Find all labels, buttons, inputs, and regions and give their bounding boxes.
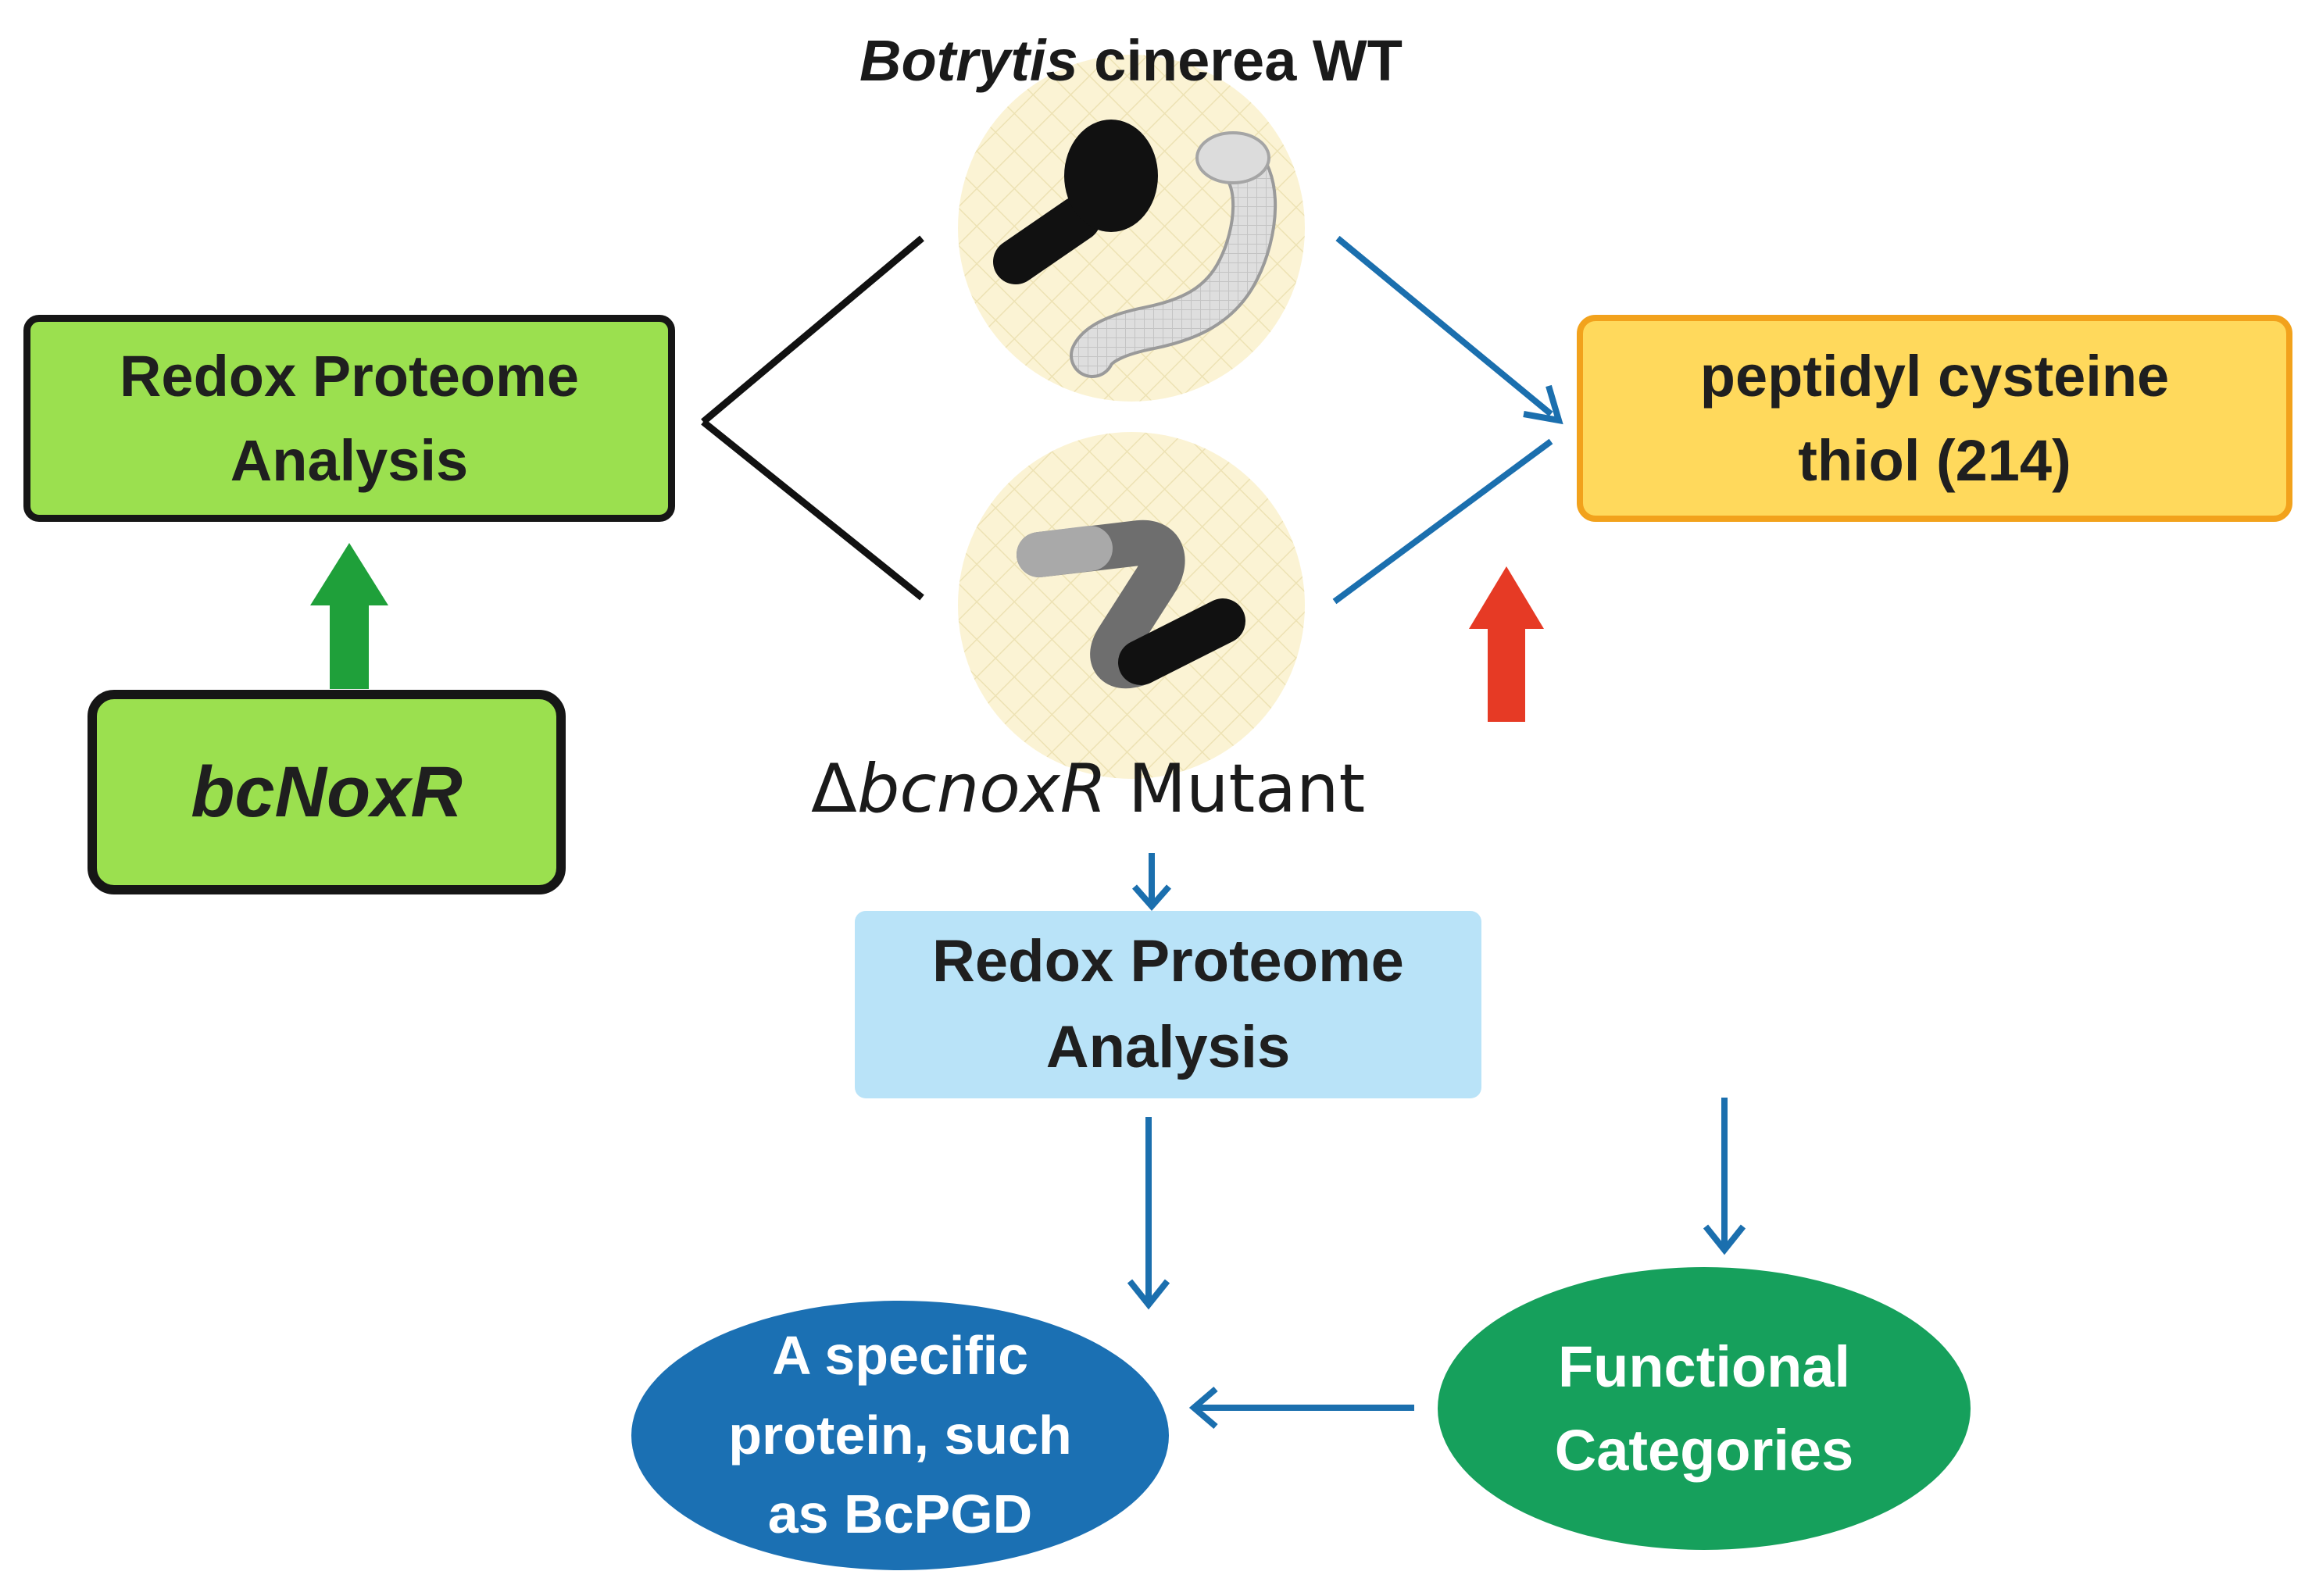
redox-proteome-analysis-box-left: Redox Proteome Analysis xyxy=(23,315,675,522)
mutant-to-analysis-arrowhead xyxy=(1131,884,1172,912)
thiol-line1: peptidyl cysteine xyxy=(1699,344,2170,409)
redox-left-line2: Analysis xyxy=(230,427,469,493)
functional-line1: Functional xyxy=(1557,1334,1851,1399)
mutant-gene: bcnoxR xyxy=(856,750,1107,828)
specific-protein-oval: A specific protein, such as BcPGD xyxy=(631,1301,1169,1570)
fork-line-to-wt xyxy=(701,235,924,425)
redox-center-line1: Redox Proteome xyxy=(932,927,1404,994)
wild-type-label: Botrytis cinerea WT xyxy=(859,27,1403,94)
wild-type-genus: Botrytis xyxy=(859,28,1078,93)
to-functional-arrowhead xyxy=(1703,1224,1746,1255)
green-up-arrow xyxy=(310,543,388,689)
wild-type-germinating-spore-icon xyxy=(958,55,1305,402)
specific-protein-line1: A specific xyxy=(771,1325,1029,1387)
functional-line2: Categories xyxy=(1554,1418,1854,1483)
mutant-delta: Δ xyxy=(811,750,857,828)
mutant-suffix: Mutant xyxy=(1106,750,1366,828)
thiol-line2: thiol (214) xyxy=(1798,427,2071,493)
specific-protein-line3: as BcPGD xyxy=(767,1484,1033,1545)
redox-proteome-analysis-box-center: Redox Proteome Analysis xyxy=(855,911,1481,1098)
fork-line-to-mutant xyxy=(701,419,924,601)
wild-type-species: cinerea WT xyxy=(1077,28,1403,93)
functional-categories-oval: Functional Categories xyxy=(1438,1267,1971,1550)
mutant-hypha-icon xyxy=(958,432,1305,779)
red-up-arrow xyxy=(1469,566,1544,722)
analysis-to-protein-arrowhead xyxy=(1127,1279,1170,1310)
functional-to-protein-arrowhead xyxy=(1188,1386,1218,1430)
mutant-label: ΔbcnoxR Mutant xyxy=(811,750,1365,828)
peptidyl-cysteine-thiol-box: peptidyl cysteine thiol (214) xyxy=(1577,315,2292,522)
mutant-to-thiol-line xyxy=(1332,438,1553,605)
specific-protein-line2: protein, such xyxy=(728,1404,1072,1466)
bcnoxr-gene-box: bcNoxR xyxy=(88,690,566,894)
redox-left-line1: Redox Proteome xyxy=(119,344,580,409)
wt-to-thiol-arrowhead xyxy=(1523,384,1563,425)
wt-to-thiol-arrow xyxy=(1335,235,1553,417)
redox-center-line2: Analysis xyxy=(1045,1014,1291,1080)
bcnoxr-label: bcNoxR xyxy=(191,752,463,832)
